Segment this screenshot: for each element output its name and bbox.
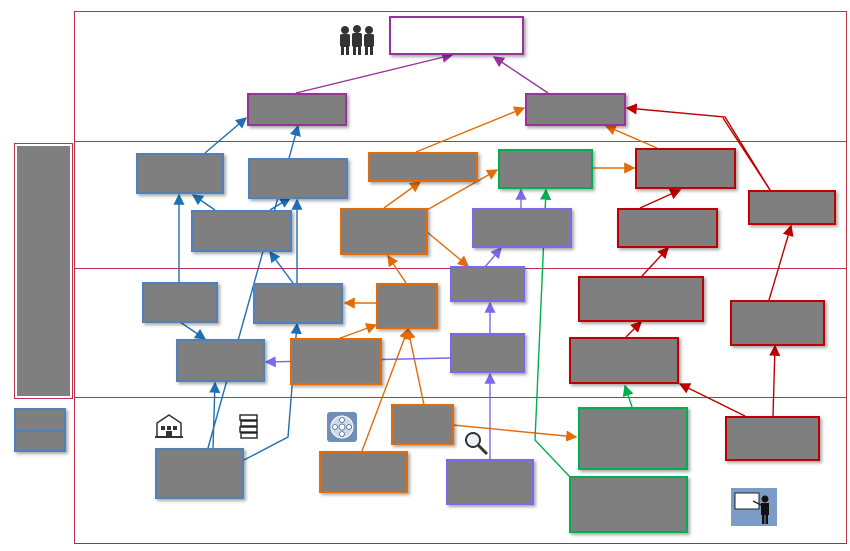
node-l2-red-b [617, 208, 718, 248]
node-l2-red-c [748, 190, 836, 225]
node-l4-red [725, 416, 820, 461]
edge-blue-5 [269, 197, 292, 211]
left-side-bar [14, 143, 73, 399]
magnifier-icon [463, 430, 489, 461]
node-l4-orange-a [391, 404, 454, 445]
node-l2-red-a [635, 148, 736, 189]
node-l3-purple-a [450, 266, 525, 302]
node-l2-blue-c [191, 210, 292, 252]
node-l4-green-a [578, 407, 688, 470]
node-l4-purple [446, 459, 534, 505]
node-l3-purple-b [450, 333, 525, 373]
edge-red-7 [678, 383, 746, 417]
layer-2 [74, 141, 847, 269]
edge-blue-9 [209, 381, 221, 449]
edge-blue-1 [204, 117, 248, 154]
edge-purple-2 [484, 246, 502, 268]
people-icon [337, 24, 377, 61]
edge-red-1 [639, 188, 682, 209]
building-icon [155, 413, 183, 444]
left-side-bar-fill [17, 146, 70, 396]
node-l2-purple [472, 208, 572, 248]
edge-orange-7 [334, 323, 378, 341]
node-l1-right [525, 93, 626, 126]
network-globe-icon [327, 412, 357, 447]
edge-blue-8 [179, 321, 207, 340]
node-l2-blue-a [136, 153, 224, 194]
edge-orange-8 [361, 327, 410, 452]
legend-key [14, 408, 66, 452]
node-l3-orange-a [376, 283, 438, 329]
edge-orange-5 [387, 254, 407, 284]
node-l4-green-b [569, 476, 688, 533]
edge-orange-2 [415, 106, 526, 153]
presenter-icon [731, 488, 777, 531]
edge-red-6 [768, 224, 794, 301]
node-l2-blue-b [248, 158, 348, 199]
edge-orange-1 [383, 181, 422, 209]
edge-blue-4 [191, 194, 216, 211]
node-l3-red-a [578, 276, 704, 322]
edge-red-8 [769, 344, 781, 417]
top-goal-box [389, 16, 524, 55]
edge-red-5 [625, 103, 771, 191]
edge-orange-9 [404, 327, 425, 406]
edge-orange-10 [452, 424, 578, 442]
edge-orange-12 [604, 124, 658, 149]
legend-key-line [16, 430, 64, 432]
node-l1-left [247, 93, 347, 126]
node-l3-blue-c [176, 339, 265, 382]
edge-magenta-1 [295, 51, 454, 94]
edge-orange-3 [426, 169, 499, 211]
edge-green-1 [534, 188, 571, 478]
node-l4-blue [155, 448, 244, 499]
edge-red-2 [641, 246, 669, 277]
node-l2-green [498, 149, 593, 189]
node-l3-red-c [730, 300, 825, 346]
edge-blue-7 [269, 250, 294, 284]
node-l3-orange-b [290, 338, 382, 385]
layer-4 [74, 397, 847, 544]
node-l4-orange-b [319, 451, 408, 493]
node-l3-blue-a [142, 282, 218, 323]
edge-magenta-2 [492, 56, 549, 94]
edge-green-2 [622, 384, 634, 408]
node-l2-orange-b [340, 208, 428, 255]
node-l3-red-b [569, 337, 679, 384]
edge-orange-4 [426, 231, 470, 267]
node-l3-blue-b [253, 283, 343, 324]
node-l2-orange-a [368, 152, 478, 182]
edge-red-3 [625, 321, 642, 338]
books-icon [239, 413, 259, 444]
layer-1 [74, 11, 847, 142]
